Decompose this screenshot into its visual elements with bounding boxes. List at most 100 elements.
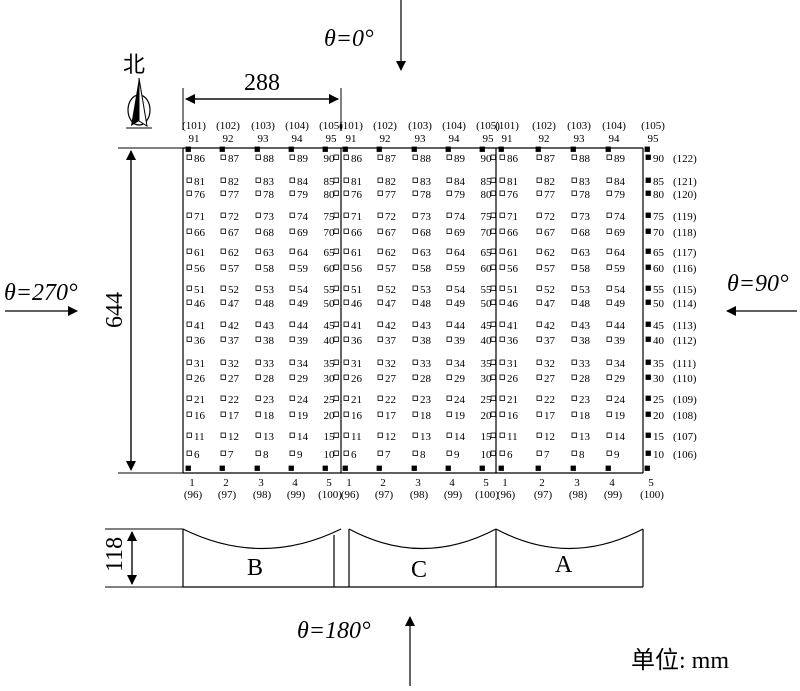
tap-number-label: 39	[614, 335, 626, 347]
edge-tap-marker	[645, 212, 651, 218]
tap-top-number-label: 95	[326, 133, 338, 145]
tap-marker	[289, 374, 295, 380]
tap-marker	[446, 321, 452, 327]
tap-number-label: 68	[263, 227, 275, 239]
tap-marker	[255, 154, 261, 160]
tap-marker	[333, 177, 339, 183]
tap-marker	[412, 248, 418, 254]
tap-marker	[377, 411, 383, 417]
edge-tap-marker	[645, 321, 651, 327]
tap-number-label: 84	[454, 176, 466, 188]
tap-number-label: 66	[351, 227, 363, 239]
tap-number-label: 60	[324, 263, 336, 275]
tap-marker	[446, 177, 452, 183]
tap-number-label: 61	[507, 247, 518, 259]
tap-marker	[333, 411, 339, 417]
tap-marker	[536, 285, 542, 291]
tap-bottom-paren-label: (99)	[287, 489, 306, 501]
tap-number-label: 38	[263, 335, 275, 347]
tap-marker	[536, 228, 542, 234]
right-paren-label: (111)	[673, 358, 696, 370]
tap-number-label: 7	[544, 449, 550, 461]
unit-label: 单位: mm	[631, 647, 729, 674]
tap-number-label: 58	[263, 263, 275, 275]
tap-number-label: 48	[263, 298, 275, 310]
edge-tap-marker	[645, 395, 651, 401]
tap-number-label: 86	[194, 153, 206, 165]
tap-marker	[571, 264, 577, 270]
tap-number-label: 86	[507, 153, 519, 165]
tap-marker	[499, 264, 505, 270]
tap-number-label: 23	[420, 394, 432, 406]
tap-number-label: 35	[481, 358, 493, 370]
tap-marker	[289, 248, 295, 254]
tap-number-label: 45	[653, 320, 665, 332]
tap-number-label: 15	[653, 431, 665, 443]
tap-marker	[606, 212, 612, 218]
tap-bottom-number-label: 2	[223, 477, 229, 489]
tap-marker	[343, 154, 349, 160]
tap-marker	[377, 359, 383, 365]
tap-bottom-paren-label: (97)	[218, 489, 237, 501]
tap-marker	[536, 190, 542, 196]
tap-top-number-label: 94	[449, 133, 461, 145]
tap-number-label: 8	[420, 449, 426, 461]
tap-number-label: 74	[614, 211, 626, 223]
tap-marker	[606, 285, 612, 291]
tap-number-label: 76	[194, 189, 206, 201]
tap-number-label: 23	[263, 394, 275, 406]
tap-marker	[377, 299, 383, 305]
tap-number-label: 19	[297, 410, 309, 422]
tap-number-label: 72	[228, 211, 239, 223]
tap-number-label: 25	[653, 394, 665, 406]
tap-marker	[606, 374, 612, 380]
tap-marker	[446, 212, 452, 218]
tap-number-label: 84	[614, 176, 626, 188]
tap-number-label: 7	[385, 449, 391, 461]
tap-bottom-paren-label: (99)	[444, 489, 463, 501]
tap-number-label: 43	[579, 320, 591, 332]
tap-number-label: 63	[263, 247, 275, 259]
tap-marker	[499, 336, 505, 342]
tap-number-label: 79	[454, 189, 466, 201]
edge-tap-marker	[342, 465, 348, 471]
tap-marker	[536, 212, 542, 218]
tap-number-label: 46	[351, 298, 363, 310]
tap-marker	[446, 432, 452, 438]
tap-marker	[490, 359, 496, 365]
tap-number-label: 60	[481, 263, 493, 275]
pressure-taps: (101)911(96)(102)922(97)(103)933(98)(104…	[182, 120, 697, 501]
tap-top-paren-label: (102)	[373, 120, 397, 132]
tap-number-label: 34	[454, 358, 466, 370]
tap-number-label: 52	[228, 284, 239, 296]
tap-number-label: 46	[507, 298, 519, 310]
tap-number-label: 68	[420, 227, 432, 239]
tap-number-label: 84	[297, 176, 309, 188]
tap-number-label: 62	[228, 247, 239, 259]
tap-top-number-label: 93	[258, 133, 270, 145]
tap-number-label: 87	[544, 153, 556, 165]
tap-top-number-label: 93	[415, 133, 427, 145]
north-arrow-icon	[126, 77, 152, 129]
tap-number-label: 71	[194, 211, 205, 223]
tap-number-label: 57	[385, 263, 397, 275]
tap-marker	[186, 374, 192, 380]
tap-marker	[333, 321, 339, 327]
tap-number-label: 48	[579, 298, 591, 310]
tap-number-label: 58	[420, 263, 432, 275]
edge-tap-marker	[322, 146, 328, 152]
tap-number-label: 9	[454, 449, 460, 461]
tap-number-label: 10	[653, 449, 665, 461]
tap-marker	[333, 395, 339, 401]
tap-marker	[343, 190, 349, 196]
tap-marker	[412, 450, 418, 456]
panel-frame	[182, 147, 644, 474]
tap-number-label: 13	[579, 431, 591, 443]
tap-number-label: 41	[351, 320, 362, 332]
tap-number-label: 19	[454, 410, 466, 422]
tap-marker	[255, 411, 261, 417]
tap-marker	[606, 336, 612, 342]
tap-marker	[343, 264, 349, 270]
tap-number-label: 90	[653, 153, 665, 165]
tap-marker	[255, 450, 261, 456]
